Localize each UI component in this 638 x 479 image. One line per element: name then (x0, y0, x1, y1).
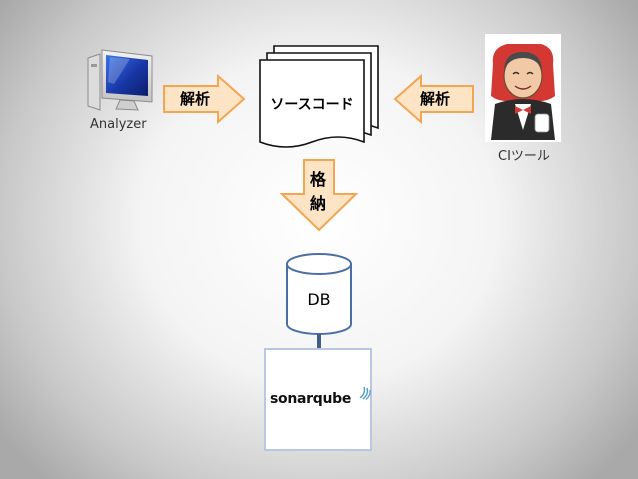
database-cylinder: DB (284, 252, 354, 336)
analyze-arrow-left-label: 解析 (180, 90, 211, 108)
analyzer-computer-icon (80, 44, 160, 116)
store-arrow-label-line2: 納 (310, 194, 327, 213)
analyze-arrow-right-label: 解析 (420, 90, 451, 108)
source-code-documents: ソースコード (252, 44, 387, 152)
store-arrow-down: 格 納 (279, 158, 359, 232)
ci-tool-label: CIツール (498, 149, 550, 164)
store-arrow-label-line1: 格 (310, 170, 327, 189)
analyze-arrow-left: 解析 (162, 73, 246, 125)
source-code-label: ソースコード (270, 97, 354, 113)
analyzer-label: Analyzer (90, 117, 147, 132)
sonarqube-box: sonarqube (264, 348, 372, 451)
analyze-arrow-right: 解析 (393, 73, 475, 125)
sonarqube-logo-text: sonarqube (270, 391, 352, 407)
db-connector-line (317, 334, 321, 350)
jenkins-butler-icon (485, 34, 561, 142)
db-label: DB (307, 290, 331, 309)
sonar-waves-icon (359, 386, 371, 400)
sonarqube-logo: sonarqube (270, 386, 371, 412)
